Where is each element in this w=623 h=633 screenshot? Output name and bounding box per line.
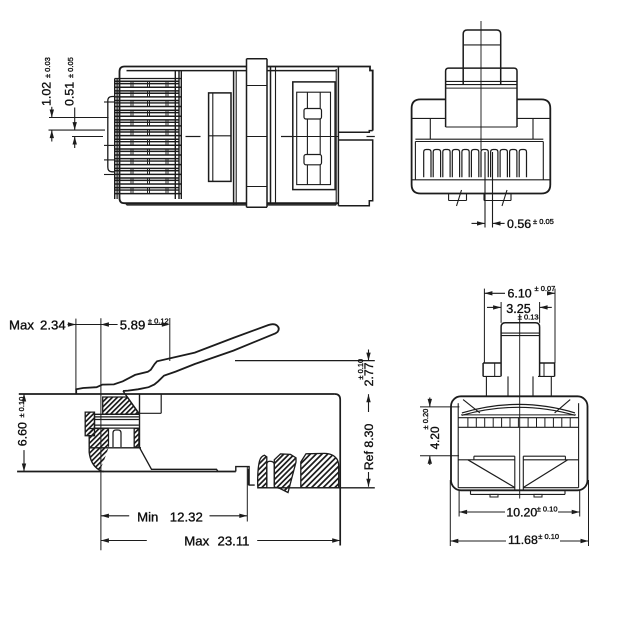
svg-text:1.02: 1.02 xyxy=(40,82,54,106)
svg-text:6.10: 6.10 xyxy=(508,287,532,301)
svg-text:± 0.10: ± 0.10 xyxy=(537,505,558,514)
svg-text:± 0.05: ± 0.05 xyxy=(533,217,554,226)
svg-text:Max: Max xyxy=(9,317,34,332)
svg-text:0.51: 0.51 xyxy=(63,82,77,106)
svg-text:± 0.20: ± 0.20 xyxy=(421,409,430,430)
svg-text:2.77: 2.77 xyxy=(362,362,376,386)
svg-text:2.34: 2.34 xyxy=(40,317,66,332)
svg-text:5.89: 5.89 xyxy=(120,318,146,333)
svg-text:± 0.05: ± 0.05 xyxy=(66,57,75,78)
svg-text:Min: Min xyxy=(137,509,158,524)
svg-text:23.11: 23.11 xyxy=(218,533,250,548)
svg-text:0.56: 0.56 xyxy=(507,217,531,231)
svg-text:± 0.10: ± 0.10 xyxy=(17,397,26,418)
svg-text:± 0.10: ± 0.10 xyxy=(356,359,365,380)
svg-text:± 0.12: ± 0.12 xyxy=(148,317,169,326)
svg-text:Max: Max xyxy=(184,533,209,548)
svg-text:± 0.07: ± 0.07 xyxy=(535,284,556,293)
svg-text:3.25: 3.25 xyxy=(506,302,531,316)
svg-text:± 0.13: ± 0.13 xyxy=(518,313,539,322)
svg-text:± 0.03: ± 0.03 xyxy=(43,57,52,78)
svg-text:Ref 8.30: Ref 8.30 xyxy=(362,424,376,471)
svg-text:6.60: 6.60 xyxy=(16,422,30,446)
svg-text:12.32: 12.32 xyxy=(170,509,203,524)
svg-text:10.20: 10.20 xyxy=(506,506,537,520)
svg-text:11.68: 11.68 xyxy=(508,533,538,547)
svg-text:± 0.10: ± 0.10 xyxy=(538,532,559,541)
svg-text:4.20: 4.20 xyxy=(428,426,442,449)
